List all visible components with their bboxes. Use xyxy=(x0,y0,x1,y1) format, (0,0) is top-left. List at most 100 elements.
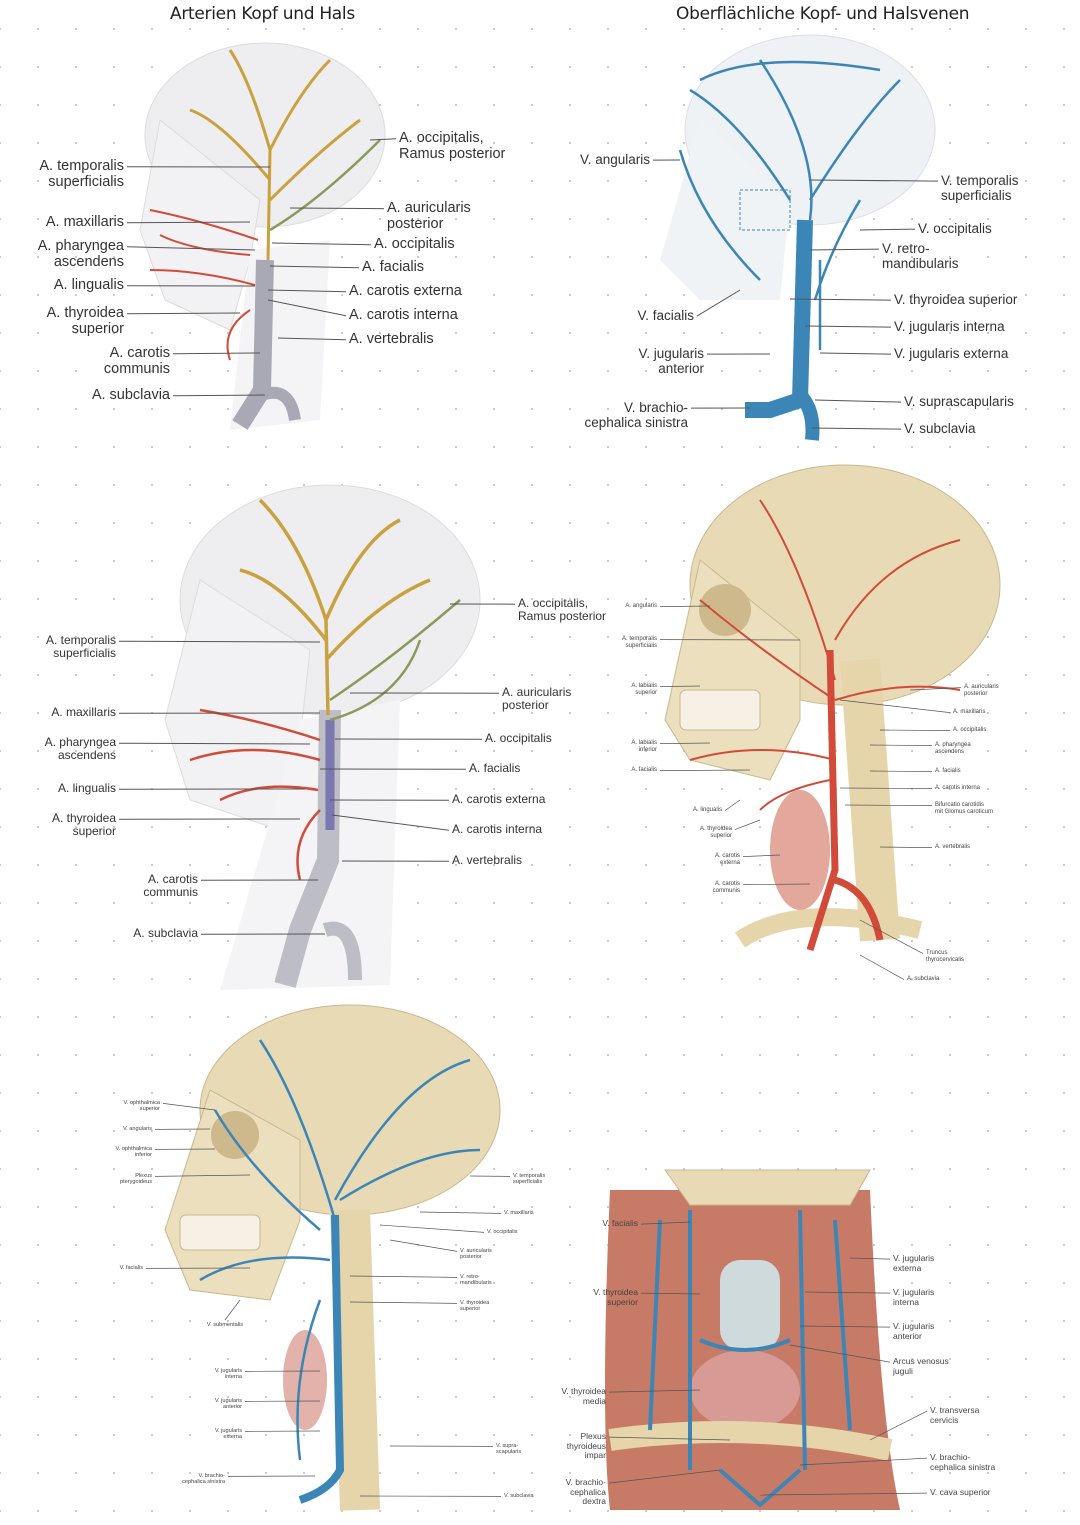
leader-line xyxy=(879,846,933,848)
arteries-schematic-large-label: A. facialis xyxy=(469,761,521,775)
leader-line xyxy=(267,289,347,293)
arteries-illustration-label: Truncus thyrocervicalis xyxy=(926,950,965,963)
arteries-schematic-large-label: A. carotis communis xyxy=(143,872,198,900)
leader-line xyxy=(389,1239,458,1252)
leader-line xyxy=(724,799,741,811)
leader-line xyxy=(349,1301,458,1304)
arteries-illustration-label: A. subclavia xyxy=(907,976,940,982)
leader-line xyxy=(224,1299,241,1321)
leader-line xyxy=(659,605,711,607)
arteries-schematic-small-label: A. facialis xyxy=(362,259,425,275)
head-arteries-illustration xyxy=(664,464,1001,952)
leader-line xyxy=(879,729,951,731)
leader-line xyxy=(869,1410,928,1441)
leader-line xyxy=(789,298,892,301)
veins-illustration-lateral-label: V. thyroidea superior xyxy=(460,1300,490,1313)
veins-illustration-anterior-label: V. jugularis interna xyxy=(893,1287,935,1307)
veins-illustration-lateral-label: V. auricularis posterior xyxy=(460,1248,492,1261)
leader-line xyxy=(859,919,924,954)
arteries-illustration-label: A. lingualis xyxy=(692,807,722,813)
arteries-schematic-large-label: A. temporalis superficialis xyxy=(45,633,116,661)
title-arteries: Arterien Kopf und Hals xyxy=(170,4,355,24)
veins-illustration-lateral-label: V. brachio- cephalica sinistra xyxy=(182,1473,225,1486)
leader-line xyxy=(809,179,939,182)
veins-schematic-label: V. thyroidea superior xyxy=(894,292,1018,307)
veins-illustration-anterior-label: V. thyroidea media xyxy=(561,1386,606,1406)
neck-veins-illustration-anterior xyxy=(605,1169,900,1510)
veins-illustration-anterior-label: Arcus venosus juguli xyxy=(893,1356,949,1376)
leader-line xyxy=(742,883,811,885)
head-arteries-schematic-large xyxy=(164,484,481,990)
arteries-schematic-small-label: A. carotis externa xyxy=(349,283,462,299)
veins-schematic-label: V. jugularis externa xyxy=(894,346,1009,361)
arteries-schematic-large-label: A. vertebralis xyxy=(452,853,523,867)
arteries-schematic-large-label: A. maxillaris xyxy=(51,705,116,719)
leader-line xyxy=(859,228,916,231)
veins-illustration-lateral-label: V. ophthalmica superior xyxy=(123,1100,161,1113)
leader-line xyxy=(289,207,385,210)
veins-illustration-anterior-label: V. jugularis anterior xyxy=(893,1321,935,1341)
veins-schematic-label: V. angularis xyxy=(579,152,650,167)
veins-illustration-lateral-label: V. jugularis interna xyxy=(214,1368,242,1381)
veins-schematic-label: V. subclavia xyxy=(904,421,976,436)
leader-line xyxy=(734,819,761,830)
leader-line xyxy=(809,248,880,251)
veins-illustration-anterior-label: Plexus thyroideus impar xyxy=(566,1431,606,1461)
arteries-schematic-small-label: A. vertebralis xyxy=(349,331,434,347)
arteries-schematic-large-label: A. occipitalis, Ramus posterior xyxy=(518,596,607,624)
leader-line xyxy=(349,1275,458,1278)
leader-line xyxy=(799,1325,891,1328)
arteries-schematic-small-label: A. occipitalis xyxy=(374,236,455,252)
veins-illustration-lateral-label: V. ophthalmica inferior xyxy=(115,1146,153,1159)
arteries-illustration-label: A. facialis xyxy=(935,768,961,774)
leader-line xyxy=(819,352,892,355)
leader-line xyxy=(849,1257,891,1260)
arteries-illustration-label: A. labialis superior xyxy=(631,683,657,696)
veins-schematic-label: V. temporalis superficialis xyxy=(941,173,1019,204)
veins-schematic-label: V. retro- mandibularis xyxy=(882,241,959,272)
leader-line xyxy=(126,246,256,251)
veins-schematic-label: V. facialis xyxy=(637,308,694,323)
leader-line xyxy=(126,221,251,224)
arteries-schematic-large-label: A. auricularis posterior xyxy=(502,685,572,713)
veins-illustration-lateral-label: V. submentalis xyxy=(206,1322,244,1328)
veins-schematic-label: V. jugularis interna xyxy=(894,319,1005,334)
leader-line xyxy=(126,312,241,315)
veins-illustration-lateral-label: Plexus pterygoideus xyxy=(119,1173,152,1186)
arteries-illustration-label: A. labialis inferior xyxy=(631,740,657,753)
veins-schematic-label: V. brachio- cephalica sinistra xyxy=(584,400,688,431)
veins-illustration-anterior-label: V. brachio- cephalica sinistra xyxy=(930,1452,996,1472)
leader-line xyxy=(804,325,892,328)
arteries-illustration-label: A. carotis externa xyxy=(714,853,740,866)
arteries-illustration-label: A. pharyngea ascendens xyxy=(935,742,971,755)
arteries-illustration-label: A. angularis xyxy=(625,603,657,609)
veins-illustration-lateral-label: V. supra- scapularis xyxy=(496,1443,522,1456)
arteries-illustration-label: A. carotis communis xyxy=(712,881,740,894)
leader-line xyxy=(640,1292,701,1295)
arteries-schematic-small-label: A. pharyngea ascendens xyxy=(37,238,124,271)
leader-line xyxy=(859,954,905,980)
head-veins-illustration-lateral xyxy=(164,1004,501,1511)
veins-illustration-lateral-label: V. jugularis externa xyxy=(214,1428,242,1441)
leader-line xyxy=(909,687,962,691)
head-veins-schematic xyxy=(660,34,936,441)
arteries-schematic-small-label: A. auricularis posterior xyxy=(387,200,471,233)
leader-line xyxy=(869,770,933,772)
arteries-schematic-large-label: A. carotis interna xyxy=(452,822,543,836)
veins-illustration-anterior-label: V. transversa cervicis xyxy=(930,1405,980,1425)
leader-line xyxy=(331,814,450,831)
leader-line xyxy=(844,804,933,806)
leader-line xyxy=(271,242,372,246)
leader-line xyxy=(369,138,397,141)
arteries-schematic-small-label: A. carotis communis xyxy=(103,345,170,378)
arteries-schematic-small-label: A. carotis interna xyxy=(349,307,458,323)
veins-illustration-lateral-label: V. maxillaris xyxy=(504,1210,534,1216)
arteries-illustration-label: A. vertebralis xyxy=(935,844,971,850)
leader-line xyxy=(154,1174,251,1177)
leader-line xyxy=(118,742,311,745)
arteries-schematic-large-label: A. thyroidea superior xyxy=(51,811,116,839)
leader-line xyxy=(742,854,781,857)
veins-illustration-anterior-label: V. cava superior xyxy=(930,1487,991,1497)
leader-line xyxy=(608,1469,721,1484)
leader-line xyxy=(379,1224,485,1233)
